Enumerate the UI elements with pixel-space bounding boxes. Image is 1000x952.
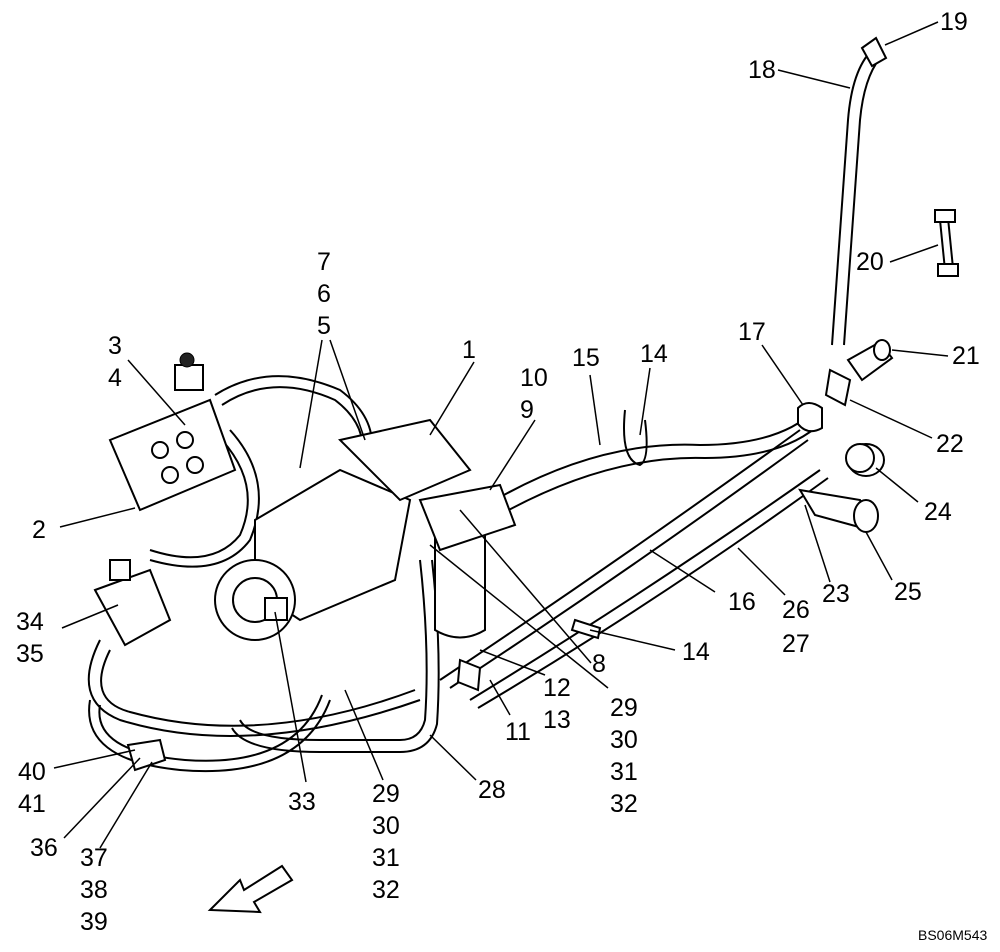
fitting-22 [824,368,852,407]
u-bolt-14 [623,409,648,467]
callout-19: 19 [940,8,968,36]
callout-38: 38 [80,876,108,904]
callout-12: 12 [543,674,571,702]
callout-23: 23 [822,580,850,608]
callout-20: 20 [856,248,884,276]
callout-29-center: 29 [372,780,400,808]
callout-3: 3 [108,332,122,360]
hose-lines [87,49,881,773]
filter-housing [418,483,517,639]
callout-11: 11 [505,718,531,746]
callout-39: 39 [80,908,108,936]
leader-lines [53,21,949,849]
callout-27: 27 [782,630,810,658]
callout-40: 40 [18,758,46,786]
callout-8: 8 [592,650,606,678]
callout-29-right: 29 [610,694,638,722]
elbow-17 [797,402,823,433]
callout-33: 33 [288,788,316,816]
callout-25: 25 [894,578,922,606]
callout-17: 17 [738,318,766,346]
callout-16: 16 [728,588,756,616]
callout-26: 26 [782,596,810,624]
callout-labels: 1 2 3 4 5 6 7 8 9 10 11 12 13 14 14 15 1… [16,8,980,936]
callout-2: 2 [32,516,46,544]
callout-18: 18 [748,56,776,84]
callout-14-lower: 14 [682,638,710,666]
tee-fitting-36 [126,738,167,772]
fitting-21 [846,339,894,382]
callout-31-center: 31 [372,844,400,872]
callout-4: 4 [108,364,122,392]
callout-32-right: 32 [610,790,638,818]
callout-30-center: 30 [372,812,400,840]
callout-22: 22 [936,430,964,458]
callout-36: 36 [30,834,58,862]
callout-32-center: 32 [372,876,400,904]
callout-41: 41 [18,790,46,818]
callout-35: 35 [16,640,44,668]
valve-block-34 [93,559,172,647]
callout-6: 6 [317,280,331,308]
callout-9: 9 [520,396,534,424]
cap-24 [845,443,885,477]
callout-13: 13 [543,706,571,734]
callout-7: 7 [317,248,331,276]
clamps [456,618,602,692]
drawing-code: BS06M543 [918,927,987,943]
callout-21: 21 [952,342,980,370]
callout-5: 5 [317,312,331,340]
callout-15: 15 [572,344,600,372]
pump-assembly [214,418,472,641]
fitting-19 [860,36,888,68]
callout-1: 1 [462,336,476,364]
hose-end-25 [798,488,879,533]
callout-31-right: 31 [610,758,638,786]
callout-30-right: 30 [610,726,638,754]
callout-34: 34 [16,608,44,636]
front-direction-arrow [207,864,294,914]
link-20 [934,209,959,277]
callout-37: 37 [80,844,108,872]
callout-24: 24 [924,498,952,526]
control-valve [108,352,237,512]
callout-10: 10 [520,364,548,392]
callout-28: 28 [478,776,506,804]
callout-14-upper: 14 [640,340,668,368]
